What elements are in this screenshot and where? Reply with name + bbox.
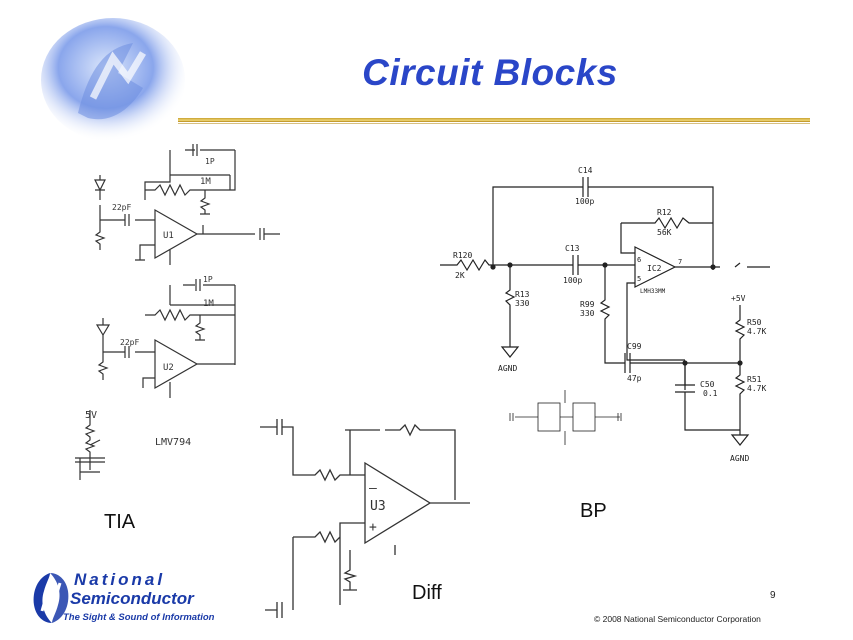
agnd-left-label: AGND [498, 364, 517, 373]
page-number: 9 [770, 590, 776, 601]
title-divider [178, 118, 810, 122]
tia-label: TIA [104, 511, 136, 533]
r99-value: 330 [580, 309, 595, 318]
tia-schematic: 5V LMV794 1P 1M 22pF U1 1P 1M 22pF U2 [75, 144, 280, 480]
tia-cf2-label: 1P [203, 275, 213, 284]
tia-u2-label: U2 [163, 363, 174, 373]
c50-label: C50 [700, 380, 715, 389]
r12-value: 56K [657, 228, 672, 237]
logo-tagline: The Sight & Sound of Information [63, 612, 215, 623]
logo-national-text: National [74, 570, 166, 589]
vplus-label: +5V [731, 294, 746, 303]
diff-u3-label: U3 [370, 499, 386, 514]
tia-rf1-label: 1M [200, 177, 211, 187]
tia-rf2-label: 1M [203, 299, 214, 309]
tia-cf1-label: 1P [205, 157, 215, 166]
globe-logo-icon [41, 18, 185, 142]
c50-value: 0.1 [703, 389, 718, 398]
c14-label: C14 [578, 166, 593, 175]
r99-label: R99 [580, 300, 595, 309]
tia-supply-label: 5V [85, 410, 97, 421]
tia-u1-label: U1 [163, 231, 174, 241]
c13-label: C13 [565, 244, 580, 253]
r51-label: R51 [747, 375, 762, 384]
copyright-text: © 2008 National Semiconductor Corporatio… [594, 614, 761, 624]
svg-text:+: + [369, 520, 377, 535]
pin6-label: 6 [637, 256, 641, 264]
c99-label: C99 [627, 342, 642, 351]
c13-value: 100p [563, 276, 582, 285]
pin7-label: 7 [678, 258, 682, 266]
r13-value: 330 [515, 299, 530, 308]
agnd-right-label: AGND [730, 454, 749, 463]
r120-label: R120 [453, 251, 472, 260]
diff-schematic: U3 – + [260, 419, 470, 618]
logo-semiconductor-text: Semiconductor [70, 589, 194, 608]
r51-value: 4.7K [747, 384, 766, 393]
ic2-label: IC2 [647, 264, 662, 273]
tia-part-label: LMV794 [155, 437, 191, 448]
national-semiconductor-logo-icon [33, 573, 69, 623]
svg-text:–: – [369, 481, 377, 496]
title-divider-shadow [178, 123, 810, 124]
pin5-label: 5 [637, 275, 641, 283]
slide-title: Circuit Blocks [362, 52, 618, 93]
bp-label: BP [580, 500, 607, 522]
r50-value: 4.7K [747, 327, 766, 336]
diff-label: Diff [412, 582, 442, 604]
r13-label: R13 [515, 290, 530, 299]
c99-value: 47p [627, 374, 642, 383]
tia-cin2-label: 22pF [120, 338, 139, 347]
c14-value: 100p [575, 197, 594, 206]
r12-label: R12 [657, 208, 672, 217]
bp-schematic: C14 100p R12 56K R120 2K C13 100p R13 33… [440, 166, 770, 463]
r50-label: R50 [747, 318, 762, 327]
tia-cin1-label: 22pF [112, 203, 131, 212]
ic2-part: LMH33MM [640, 288, 666, 295]
r120-value: 2K [455, 271, 465, 280]
